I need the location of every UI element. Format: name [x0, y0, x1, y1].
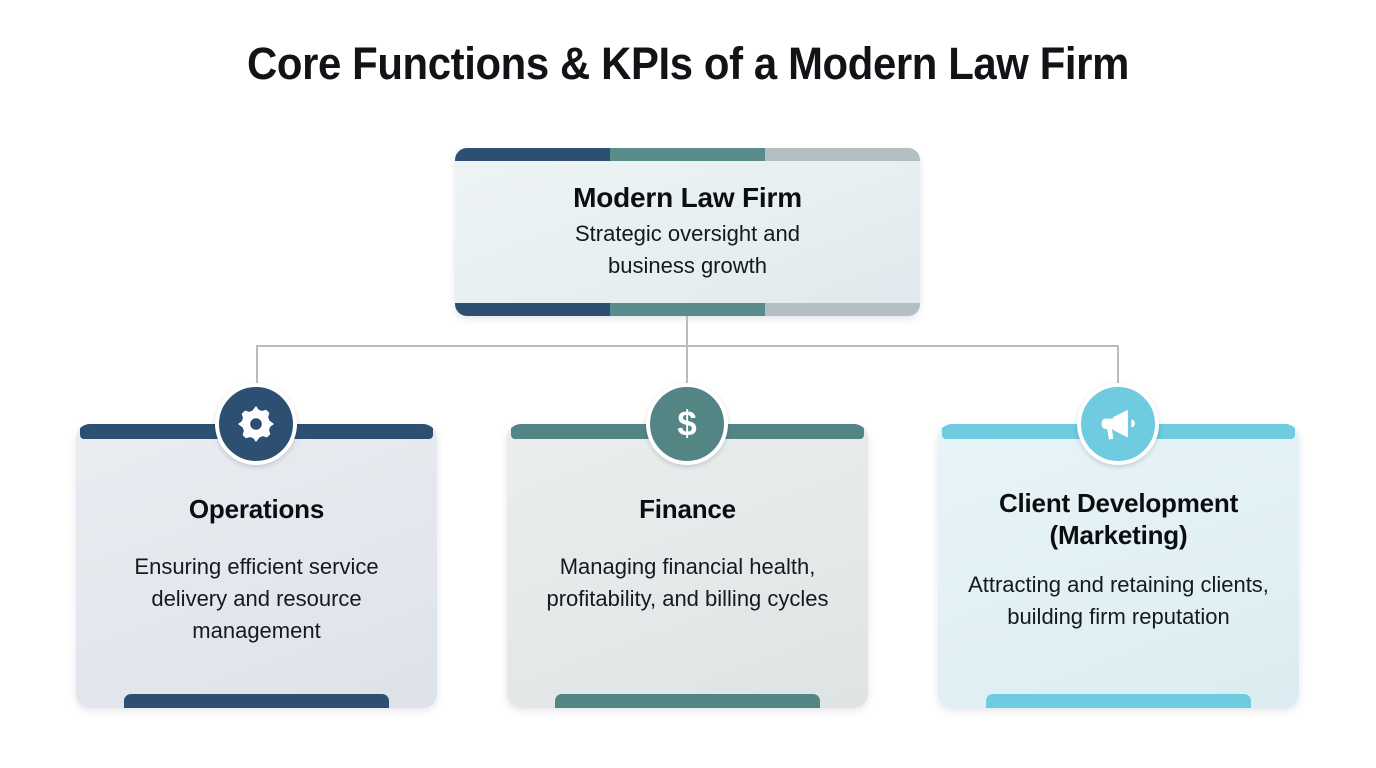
branch-card-finance[interactable]: Finance Managing financial health, profi…: [507, 424, 868, 708]
gear-icon: [238, 406, 274, 442]
card-title: Operations: [188, 494, 325, 524]
root-node-title: Modern Law Firm: [573, 182, 802, 213]
card-content: Operations Ensuring efficient service de…: [76, 439, 437, 708]
accent-segment-3: [765, 148, 920, 161]
icon-badge-client-development[interactable]: [1077, 383, 1159, 465]
card-title: Client Development (Marketing): [998, 488, 1239, 550]
accent-segment-2: [610, 303, 765, 316]
accent-segment-3: [765, 303, 920, 316]
svg-text:$: $: [677, 405, 696, 444]
accent-segment-1: [455, 303, 610, 316]
accent-segment-2: [610, 148, 765, 161]
card-content: Finance Managing financial health, profi…: [507, 439, 868, 708]
card-title: Finance: [639, 494, 736, 524]
page-title: Core Functions & KPIs of a Modern Law Fi…: [247, 38, 1129, 89]
root-top-accent-bar: [455, 148, 920, 161]
connector-root-stem: [686, 316, 688, 346]
root-node-modern-law-firm[interactable]: Modern Law Firm Strategic oversight and …: [455, 148, 920, 316]
card-kpi-bar: [555, 694, 820, 708]
branch-card-client-development[interactable]: Client Development (Marketing) Attractin…: [938, 424, 1299, 708]
root-node-content: Modern Law Firm Strategic oversight and …: [455, 161, 920, 303]
connector-branch-finance: [686, 345, 688, 385]
connector-branch-operations: [256, 345, 258, 385]
dollar-icon: $: [677, 405, 696, 444]
card-content: Client Development (Marketing) Attractin…: [938, 439, 1299, 708]
root-bottom-accent-bar: [455, 303, 920, 316]
card-description: Attracting and retaining clients, buildi…: [968, 572, 1269, 629]
card-kpi-bar: [124, 694, 389, 708]
accent-segment-1: [455, 148, 610, 161]
icon-badge-finance[interactable]: $: [646, 383, 728, 465]
card-description: Ensuring efficient service delivery and …: [134, 554, 379, 643]
branch-card-operations[interactable]: Operations Ensuring efficient service de…: [76, 424, 437, 708]
connector-branch-client-development: [1117, 345, 1119, 385]
root-node-description: Strategic oversight and business growth: [574, 221, 801, 278]
card-description: Managing financial health, profitability…: [546, 554, 829, 611]
megaphone-icon: [1101, 409, 1135, 440]
card-kpi-bar: [986, 694, 1251, 708]
icon-badge-operations[interactable]: [215, 383, 297, 465]
